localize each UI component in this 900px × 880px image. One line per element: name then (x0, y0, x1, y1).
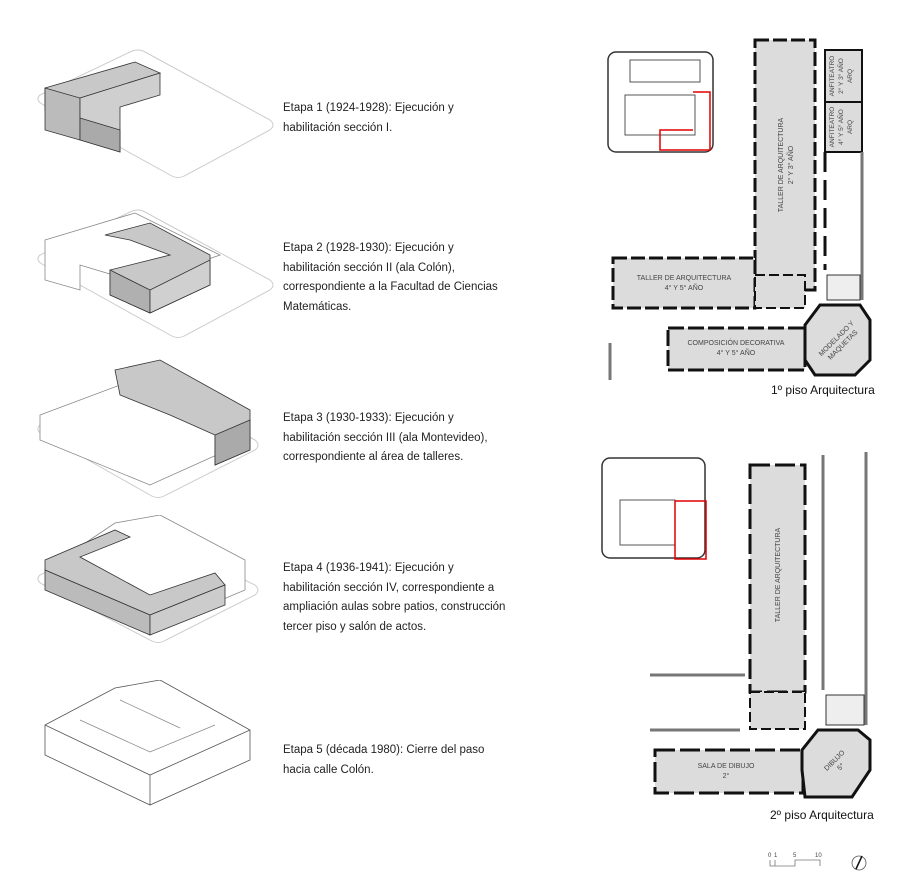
room-anfiteatro-2-year: 4° Y 5° AÑO (836, 109, 845, 145)
plan-2-caption: 2º piso Arquitectura (770, 808, 874, 822)
highlight-outline (674, 500, 707, 560)
stage-3-text: Etapa 3 (1930-1933): Ejecución y habilit… (283, 412, 488, 463)
isometric-stage-1 (37, 49, 274, 178)
room-composicion-year: 4° Y 5° AÑO (717, 348, 756, 357)
stage-2-text: Etapa 2 (1928-1930): Ejecución y habilit… (283, 242, 498, 313)
room-dibujo-year: 5° (836, 762, 847, 773)
room-composicion-name: COMPOSICIÓN DECORATIVA (688, 338, 785, 347)
room-anfiteatro-1-year: 2° Y 3° AÑO (836, 58, 845, 94)
room-sala-dibujo-name: SALA DE DIBUJO (698, 763, 755, 770)
room-anfiteatro-2: ANFITEATRO (829, 107, 836, 148)
stage-1-text: Etapa 1 (1924-1928): Ejecución y habilit… (283, 102, 454, 134)
room-taller-23-year: 2° Y 3° AÑO (786, 145, 795, 184)
highlight-outline (659, 91, 711, 151)
isometric-stage-5 (44, 680, 251, 806)
scale-tick-10: 10 (815, 853, 822, 859)
room-taller-45-year: 4° Y 5° AÑO (665, 283, 704, 292)
scale-tick-0: 0 (768, 853, 772, 859)
stage-4-text: Etapa 4 (1936-1941): Ejecución y habilit… (283, 562, 506, 633)
room-taller-45-name: TALLER DE ARQUITECTURA (637, 275, 732, 282)
isometric-stage-2 (37, 209, 274, 338)
room-taller-23-name: TALLER DE ARQUITECTURA (778, 117, 785, 212)
stage-5-text: Etapa 5 (década 1980): Cierre del paso h… (283, 744, 485, 776)
room-taller-name: TALLER DE ARQUITECTURA (775, 527, 782, 622)
plan-1-caption: 1º piso Arquitectura (771, 383, 875, 397)
north-arrow-icon (851, 855, 867, 871)
room-anfiteatro-1: ANFITEATRO (829, 56, 836, 97)
key-plan-thumbnail-2 (601, 457, 707, 560)
room-sala-dibujo-year: 2° (723, 772, 730, 780)
isometric-stage-4 (37, 515, 259, 643)
scale-tick-5: 5 (793, 853, 797, 859)
key-plan-thumbnail-1 (607, 51, 714, 153)
room-anfiteatro-1-arq: ARQ (847, 69, 854, 83)
isometric-stage-3 (37, 359, 259, 498)
room-anfiteatro-2-arq: ARQ (847, 120, 854, 134)
scale-bar: 0 1 5 10 (768, 853, 867, 871)
scale-tick-1: 1 (774, 853, 778, 859)
